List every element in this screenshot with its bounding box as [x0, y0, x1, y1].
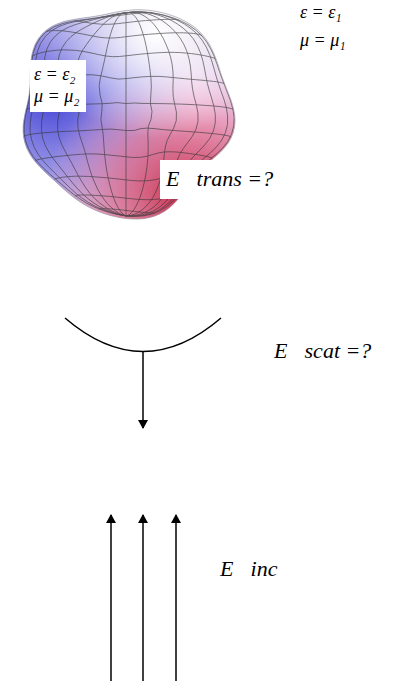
incident-arrow [175, 515, 177, 681]
grid-line [58, 13, 126, 216]
field-label: μ = μ₂ [34, 86, 82, 108]
field-label: ε = ε₁ [300, 2, 342, 23]
label-box: E⃗trans =? [160, 160, 282, 199]
grid-line [24, 128, 231, 137]
grid-line [126, 13, 152, 216]
scattered-arrow [142, 351, 144, 428]
field-label: μ = μ₁ [300, 30, 345, 51]
scattered-wavefront [65, 318, 221, 352]
grid-line [42, 13, 127, 216]
grid-line [101, 13, 153, 18]
grid-line [99, 13, 126, 216]
field-label: ε = ε₂ [34, 64, 82, 86]
incident-arrow [142, 515, 144, 681]
grid-line [74, 19, 180, 24]
grid-line [126, 13, 127, 216]
field-label: E⃗inc [220, 556, 277, 582]
grid-line [76, 13, 126, 216]
grid-line [99, 209, 155, 214]
field-label: E⃗scat =? [274, 338, 371, 364]
grid-line [24, 13, 126, 216]
label-box: ε = ε₂μ = μ₂ [30, 60, 86, 112]
field-label: E⃗trans =? [166, 166, 276, 192]
grid-line [32, 50, 216, 60]
grid-line [30, 13, 126, 216]
grid-line [46, 31, 202, 38]
incident-arrow [110, 515, 112, 681]
